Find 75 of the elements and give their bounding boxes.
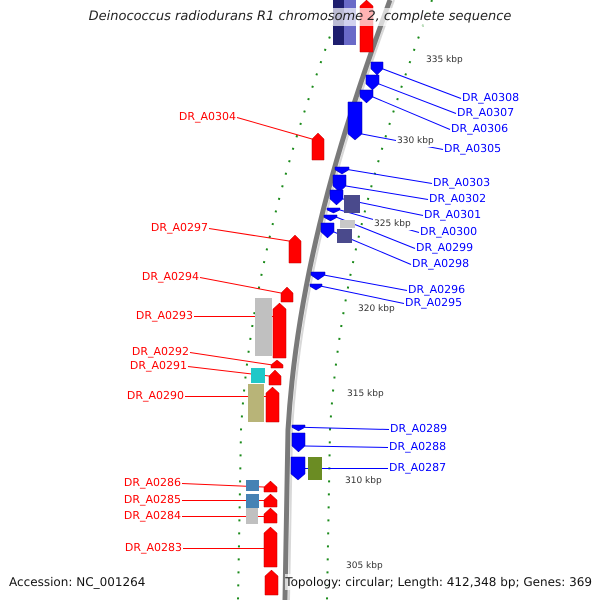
gene-label: DR_A0304	[178, 109, 236, 124]
gene-label: DR_A0308	[462, 90, 520, 105]
gene-feature	[366, 74, 380, 90]
gene-feature	[370, 62, 384, 76]
gene-label: DR_A0307	[457, 105, 514, 120]
gene-feature	[312, 132, 324, 160]
leader-line	[188, 366, 270, 376]
tick-label: 320 kbp	[357, 304, 396, 315]
map-info: Topology: circular; Length: 412,348 bp; Genes: 369	[285, 574, 592, 590]
leader-line	[324, 274, 408, 291]
gene-label: DR_A0298	[412, 256, 470, 271]
leader-line	[182, 516, 264, 517]
gene-label: DR_A0285	[124, 492, 181, 507]
gene-feature	[310, 272, 326, 280]
gene-feature	[264, 570, 278, 596]
gene-label: DR_A0299	[416, 240, 474, 255]
gene-feature	[264, 480, 278, 492]
gene-label: DR_A0294	[142, 269, 199, 284]
gene-feature	[290, 456, 306, 480]
gene-feature	[280, 286, 294, 302]
gene-label: DR_A0288	[389, 439, 446, 454]
leader-line	[334, 232, 412, 265]
tick-label: 315 kbp	[346, 389, 385, 400]
gene-feature	[264, 508, 278, 524]
gene-label: DR_A0297	[150, 220, 208, 235]
gene-label: DR_A0287	[389, 460, 446, 475]
gene-label: DR_A0289	[390, 421, 448, 436]
tick-label: 330 kbp	[396, 136, 435, 147]
gene-feature	[326, 208, 340, 214]
gene-label: DR_A0291	[130, 358, 187, 373]
leader-line	[182, 500, 264, 501]
leader-line	[190, 352, 272, 366]
tick-label: 305 kbp	[345, 561, 384, 572]
gene-feature	[264, 526, 278, 568]
gene-label: DR_A0305	[444, 141, 502, 156]
leader-line	[200, 277, 282, 294]
leader-line	[236, 117, 312, 140]
map-info: Accession: NC_001264	[9, 574, 146, 590]
gene-label: DR_A0302	[429, 191, 486, 206]
gene-feature	[268, 370, 282, 386]
gene-feature	[310, 284, 322, 290]
gene-label: DR_A0306	[451, 121, 508, 136]
gene-label: DR_A0300	[420, 224, 478, 239]
leader-line	[304, 468, 388, 469]
leader-line	[304, 446, 388, 448]
tick-label: 325 kbp	[373, 219, 412, 230]
gene-label: DR_A0286	[124, 475, 181, 490]
tick-label: 335 kbp	[425, 55, 464, 66]
leader-line	[346, 186, 428, 200]
leader-line	[378, 84, 456, 114]
gene-label: DR_A0301	[424, 207, 482, 222]
gene-feature	[330, 190, 344, 206]
gene-label: DR_A0296	[408, 282, 466, 297]
leader-line	[322, 286, 404, 304]
gene-feature	[264, 494, 278, 508]
gene-label: DR_A0284	[124, 508, 181, 523]
leader-line	[304, 426, 390, 430]
leader-line	[182, 548, 264, 549]
gene-label: DR_A0290	[126, 388, 184, 403]
gene-feature	[348, 102, 362, 140]
leader-line	[348, 169, 432, 184]
leader-line	[182, 483, 264, 488]
gene-feature	[288, 234, 302, 264]
gene-label: DR_A0283	[124, 540, 182, 555]
leader-line	[336, 216, 416, 249]
gene-label: DR_A0303	[433, 175, 490, 190]
gene-label: DR_A0295	[405, 295, 462, 310]
gene-label: DR_A0292	[132, 344, 189, 359]
leader-line	[208, 228, 290, 242]
gene-feature	[360, 90, 374, 104]
leader-line	[372, 96, 450, 130]
gene-label: DR_A0293	[136, 308, 193, 323]
leader-line	[382, 68, 462, 99]
tick-label: 310 kbp	[344, 476, 383, 487]
gene-feature	[324, 214, 338, 222]
